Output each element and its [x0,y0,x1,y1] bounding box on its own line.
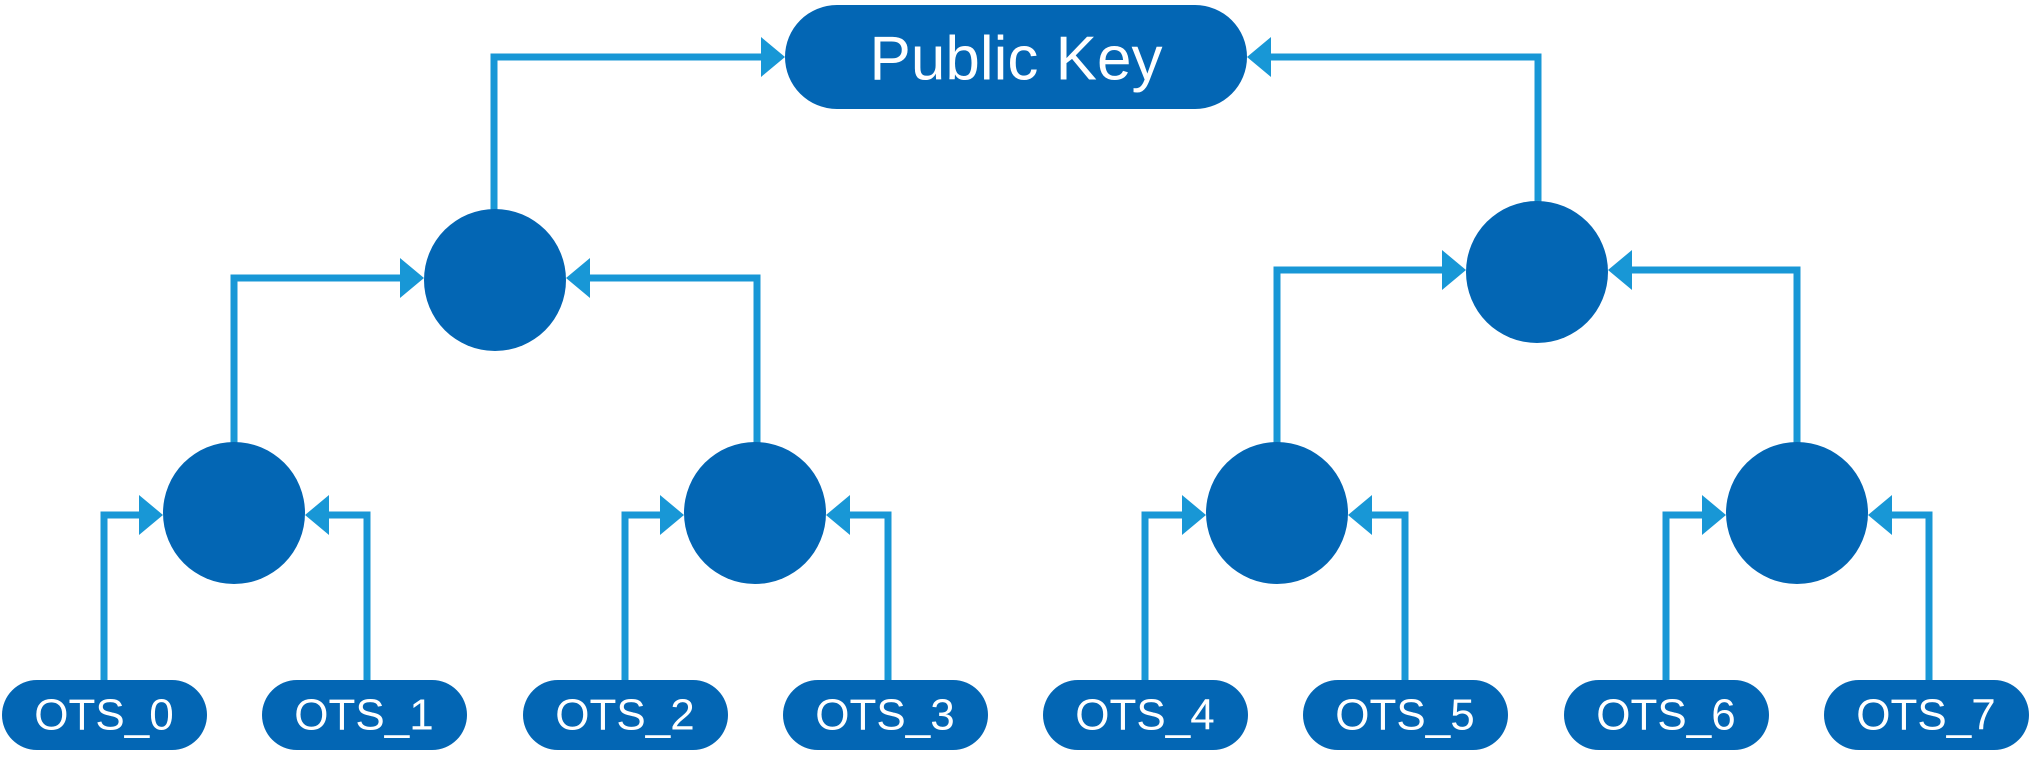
arrowhead-icon [400,258,424,298]
connector-arrow [1868,495,1933,680]
arrowhead-icon [1182,495,1206,535]
connector-line [1662,511,1702,680]
leaf-node-label: OTS_3 [815,691,954,740]
leaf-node-pill [1564,680,1769,750]
tree-connectors [100,37,1933,680]
hash-node [1726,442,1868,584]
arrowhead-icon [1608,250,1632,290]
hash-node [1206,442,1348,584]
leaf-node: OTS_2 [523,680,728,750]
connector-line [590,274,761,444]
connector-arrow [1608,250,1801,444]
leaf-node-label: OTS_6 [1596,691,1735,740]
leaf-node-label: OTS_7 [1856,691,1995,740]
arrowhead-icon [305,495,329,535]
leaf-node: OTS_3 [783,680,988,750]
connector-arrow [566,258,761,444]
leaf-node-label: OTS_5 [1335,691,1474,740]
arrowhead-icon [826,495,850,535]
leaf-node-pill [2,680,207,750]
connector-arrow [305,495,371,680]
connector-line [850,511,892,680]
leaf-node-pill [262,680,467,750]
leaf-node: OTS_1 [262,680,467,750]
arrowhead-icon [139,495,163,535]
root-node-label: Public Key [870,25,1163,94]
connector-arrow [1141,495,1206,680]
leaf-node-label: OTS_4 [1075,691,1214,740]
arrowhead-icon [1348,495,1372,535]
leaf-node-pill [523,680,728,750]
connector-line [1372,511,1409,680]
connector-line [329,511,371,680]
hash-node [163,442,305,584]
leaf-node-pill [1043,680,1248,750]
connector-arrow [1273,250,1466,444]
connector-line [230,274,400,444]
connector-line [490,53,761,210]
connector-arrow [490,37,785,210]
leaf-node: OTS_6 [1564,680,1769,750]
leaf-node-pill [1824,680,2029,750]
tree-nodes [163,201,1868,584]
connector-line [1141,511,1182,680]
leaf-node-label: OTS_0 [34,691,173,740]
connector-line [1273,266,1442,444]
connector-arrow [1348,495,1409,680]
hash-node [684,442,826,584]
root-node-pill [785,5,1247,109]
leaf-node: OTS_4 [1043,680,1248,750]
connector-line [100,511,139,680]
leaf-node-label: OTS_2 [555,691,694,740]
arrowhead-icon [566,258,590,298]
arrowhead-icon [1442,250,1466,290]
connector-arrow [1247,37,1542,202]
leaf-node-pill [1303,680,1508,750]
root-node: Public Key [785,5,1247,109]
connector-arrow [621,495,684,680]
arrowhead-icon [1247,37,1271,77]
connector-arrow [100,495,163,680]
hash-node [1466,201,1608,343]
connector-arrow [1662,495,1726,680]
hash-node [424,209,566,351]
arrowhead-icon [761,37,785,77]
leaf-node: OTS_0 [2,680,207,750]
connector-arrow [826,495,892,680]
arrowhead-icon [660,495,684,535]
leaf-node: OTS_7 [1824,680,2029,750]
leaf-node-pill [783,680,988,750]
connector-arrow [230,258,424,444]
connector-line [1271,53,1542,202]
connector-line [1632,266,1801,444]
arrowhead-icon [1702,495,1726,535]
leaf-node: OTS_5 [1303,680,1508,750]
connector-line [1892,511,1933,680]
leaf-node-label: OTS_1 [294,691,433,740]
arrowhead-icon [1868,495,1892,535]
connector-line [621,511,660,680]
